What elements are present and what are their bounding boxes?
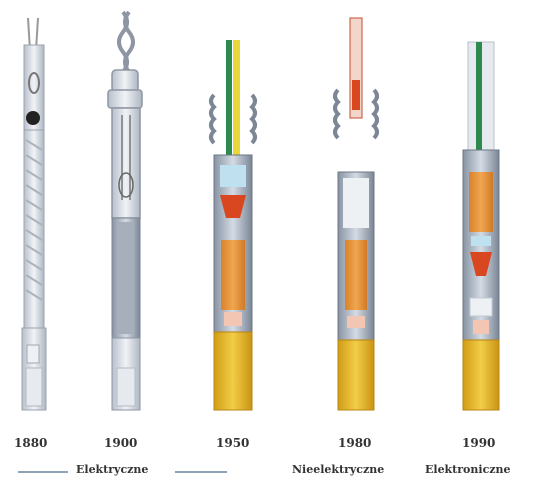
year-label-1990: 1990 <box>462 436 495 450</box>
detonator-1980 <box>335 18 377 410</box>
category-electronic: Elektroniczne <box>425 463 511 476</box>
detonator-1990 <box>463 42 499 410</box>
year-label-1950: 1950 <box>216 436 249 450</box>
year-label-1880: 1880 <box>14 436 47 450</box>
detonator-1880 <box>22 18 46 410</box>
category-non-electric: Nieelektryczne <box>292 463 384 476</box>
detonator-1900 <box>108 12 142 410</box>
electric-bracket-left <box>18 471 68 473</box>
electric-bracket-right <box>175 471 227 473</box>
year-label-1980: 1980 <box>338 436 371 450</box>
detonator-1950 <box>211 40 255 410</box>
category-electric: Elektryczne <box>76 463 148 476</box>
year-label-1900: 1900 <box>104 436 137 450</box>
